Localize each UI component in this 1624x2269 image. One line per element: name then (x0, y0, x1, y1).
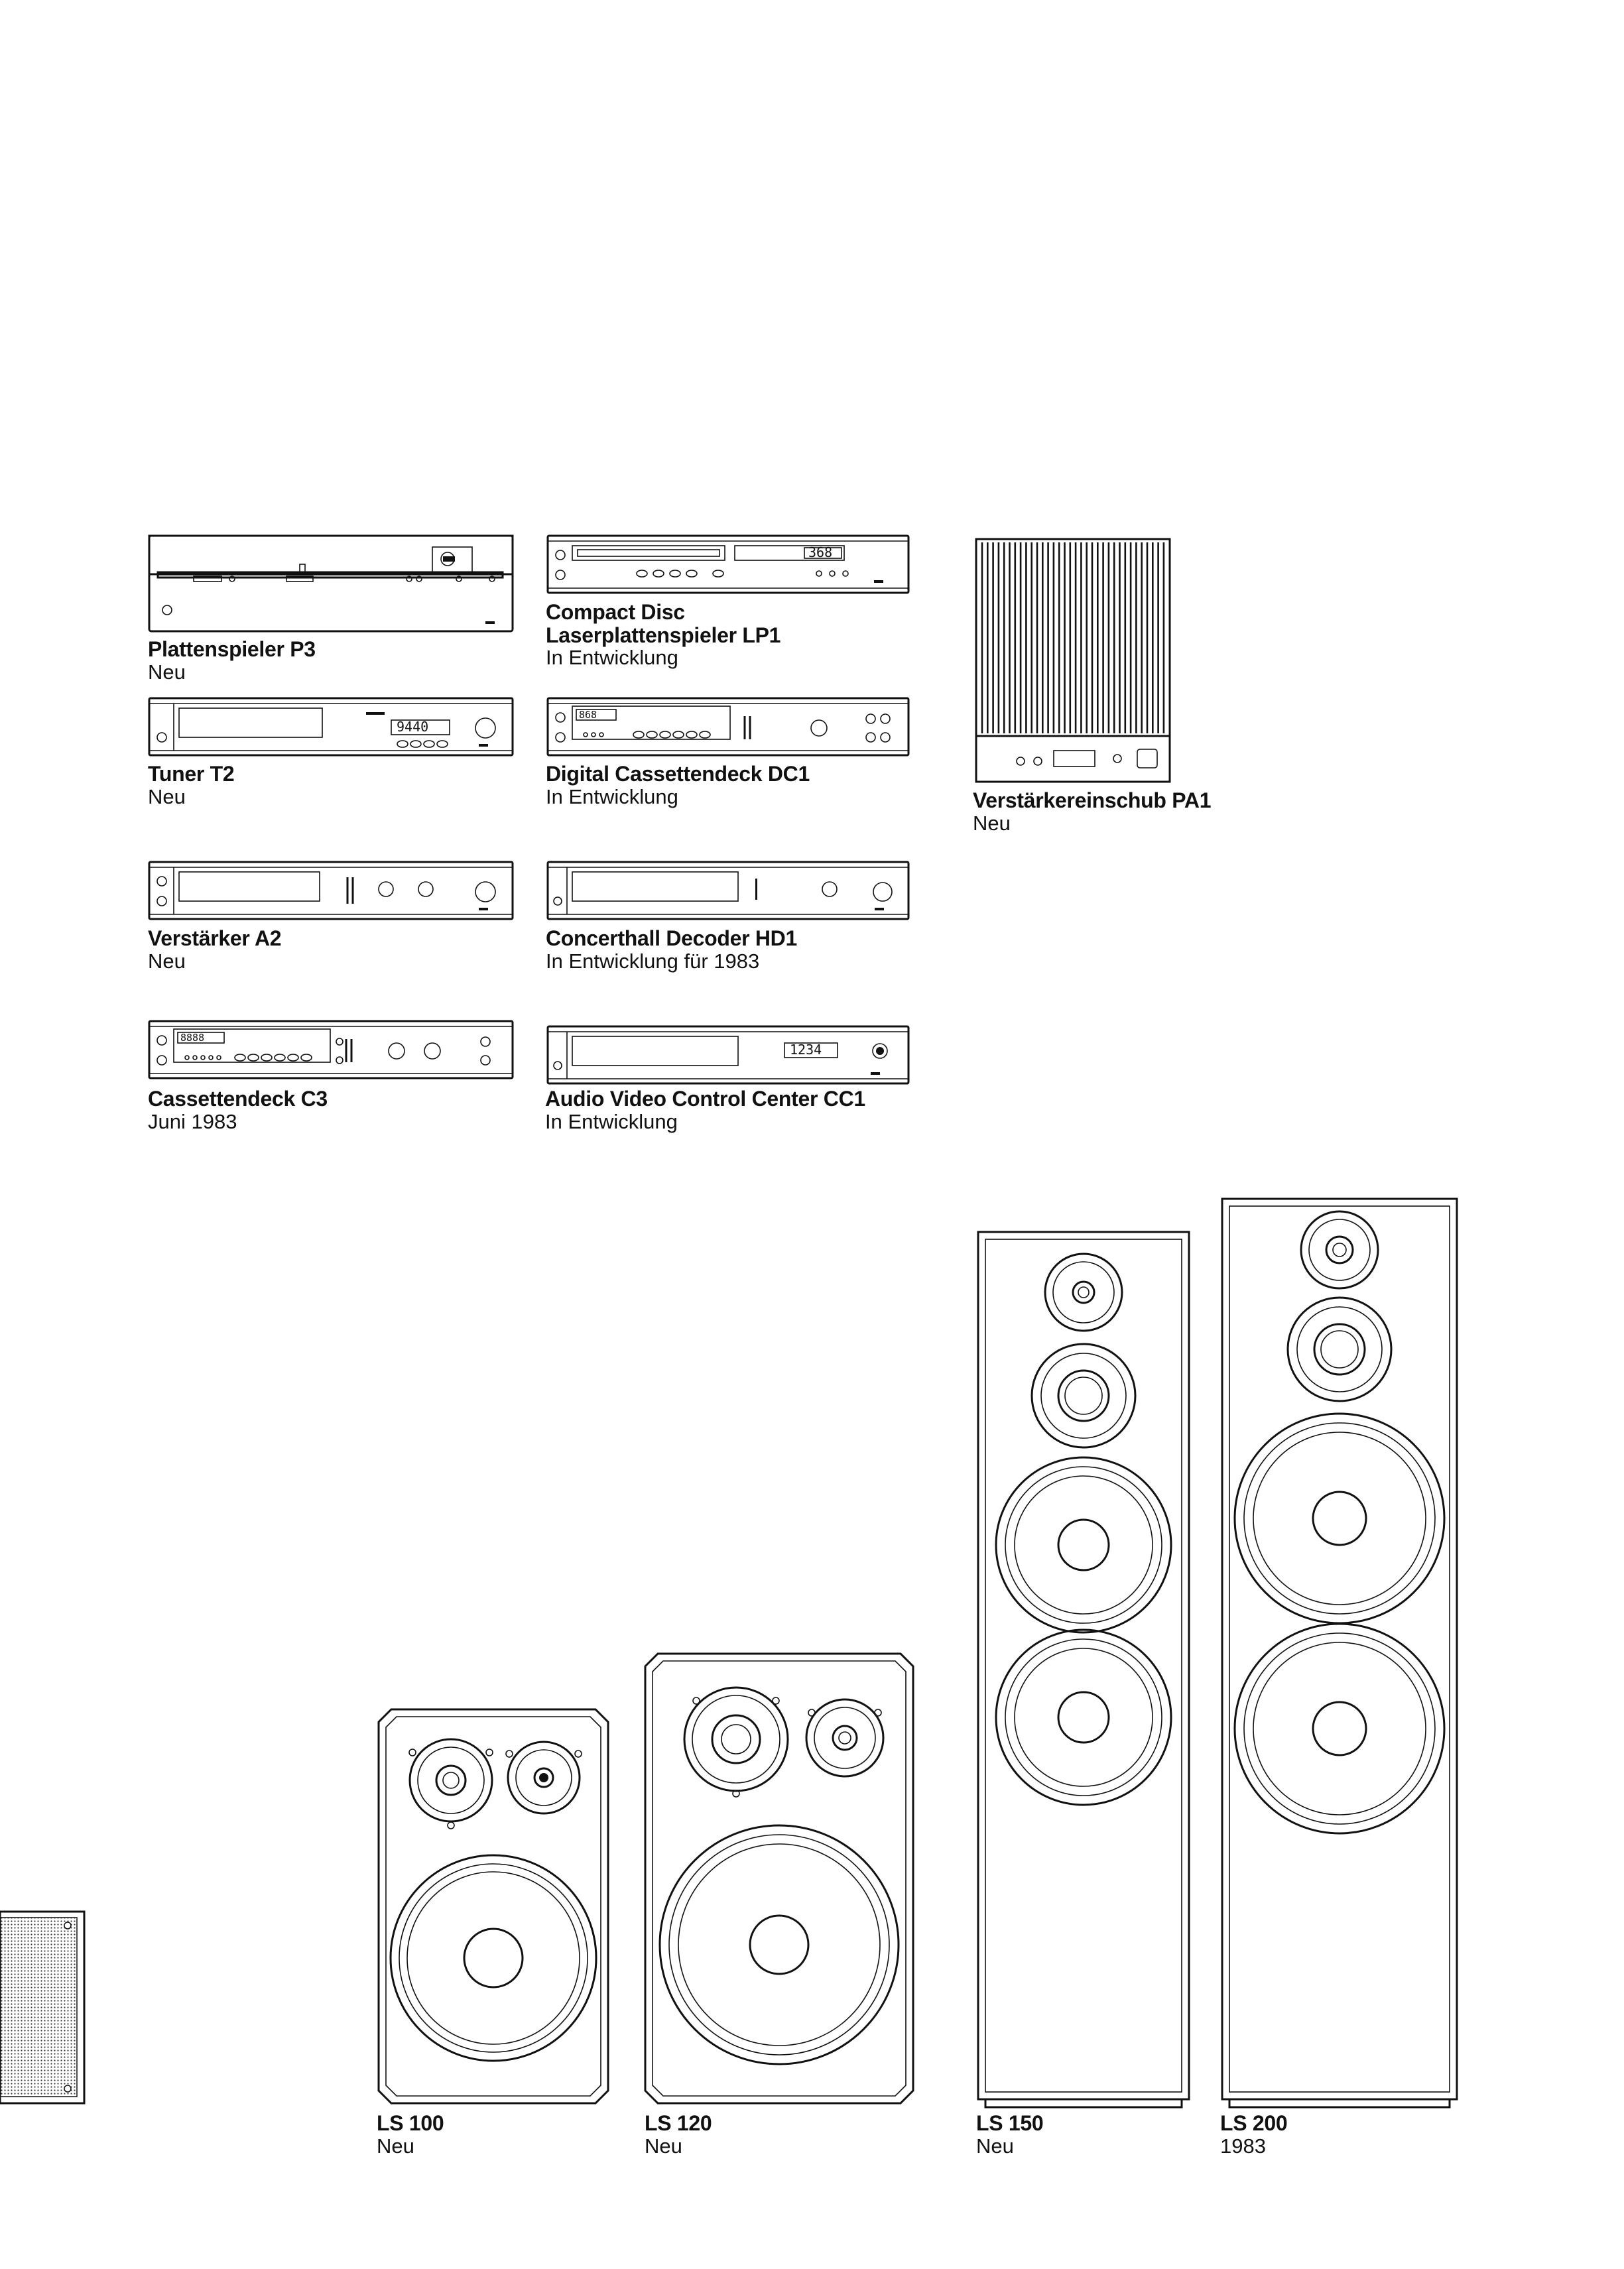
cd-player-lp1-illustration: 368 (546, 534, 910, 595)
product-status: Neu (148, 660, 186, 684)
speaker-ls120-illustration (643, 1652, 915, 2105)
product-name: LS 100 (377, 2111, 444, 2135)
product-name: Verstärker A2 (148, 926, 282, 950)
counter-display: 868 (579, 709, 597, 721)
tuner-t2-caption: Tuner T2 Neu (148, 762, 235, 808)
cd-player-lp1-caption: Compact Disc Laserplattenspieler LP1 In … (546, 601, 781, 669)
speaker-ls100-caption: LS 100 Neu (377, 2112, 444, 2157)
product-status: Juni 1983 (148, 1109, 237, 1133)
speaker-ls200-caption: LS 200 1983 (1220, 2111, 1288, 2158)
amplifier-a2-caption: Verstärker A2 Neu (148, 926, 282, 973)
product-status: Neu (645, 2134, 682, 2158)
turntable-p3-caption: Plattenspieler P3 Neu (148, 638, 316, 683)
product-status: In Entwicklung für 1983 (546, 949, 760, 973)
counter-display: 8888 (180, 1032, 204, 1044)
tuner-t2-illustration: 9440 (147, 696, 515, 757)
product-status: 1983 (1220, 2134, 1266, 2158)
product-status: Neu (377, 2134, 414, 2158)
product-name-line2: Laserplattenspieler LP1 (546, 623, 781, 647)
product-name: Digital Cassettendeck DC1 (546, 762, 810, 786)
product-name: Concerthall Decoder HD1 (546, 926, 797, 950)
digital-cassette-deck-dc1-illustration: 868 (546, 696, 910, 757)
control-center-cc1-caption: Audio Video Control Center CC1 In Entwic… (545, 1087, 865, 1133)
digital-cassette-deck-dc1-caption: Digital Cassettendeck DC1 In Entwicklung (546, 763, 810, 808)
speaker-ls150-illustration (976, 1230, 1191, 2111)
turntable-p3-illustration (147, 534, 516, 633)
product-name: Tuner T2 (148, 762, 235, 786)
partial-speaker-grille (0, 1910, 86, 2105)
product-name: Audio Video Control Center CC1 (545, 1087, 865, 1111)
cassette-deck-c3-caption: Cassettendeck C3 Juni 1983 (148, 1087, 328, 1133)
speaker-ls100-illustration (377, 1707, 610, 2105)
product-status: In Entwicklung (546, 784, 678, 808)
cassette-deck-c3-illustration: 8888 (147, 1019, 515, 1080)
frequency-display: 9440 (397, 719, 428, 735)
control-center-cc1-illustration: 1234 (546, 1024, 910, 1085)
product-status: Neu (976, 2134, 1014, 2158)
product-status: Neu (148, 784, 186, 808)
product-name: Plattenspieler P3 (148, 637, 316, 661)
product-name: LS 150 (976, 2111, 1044, 2135)
lcd-display: 368 (808, 544, 832, 560)
product-status: Neu (148, 949, 186, 973)
speaker-ls120-caption: LS 120 Neu (645, 2112, 712, 2157)
product-name-line1: Compact Disc (546, 600, 685, 624)
speaker-ls150-caption: LS 150 Neu (976, 2111, 1044, 2158)
amplifier-insert-pa1-caption: Verstärkereinschub PA1 Neu (973, 788, 1212, 835)
amplifier-insert-pa1-illustration (974, 537, 1172, 784)
product-name: Verstärkereinschub PA1 (973, 788, 1212, 812)
product-name: LS 120 (645, 2111, 712, 2135)
product-status: Neu (973, 811, 1011, 835)
speaker-ls200-illustration (1220, 1197, 1459, 2111)
product-status: In Entwicklung (546, 646, 678, 670)
concerthall-decoder-hd1-illustration (546, 860, 910, 921)
product-status: In Entwicklung (545, 1109, 678, 1133)
concerthall-decoder-hd1-caption: Concerthall Decoder HD1 In Entwicklung f… (546, 927, 797, 972)
channel-display: 1234 (790, 1042, 822, 1058)
amplifier-a2-illustration (147, 860, 515, 921)
product-name: LS 200 (1220, 2111, 1288, 2135)
product-name: Cassettendeck C3 (148, 1087, 328, 1111)
